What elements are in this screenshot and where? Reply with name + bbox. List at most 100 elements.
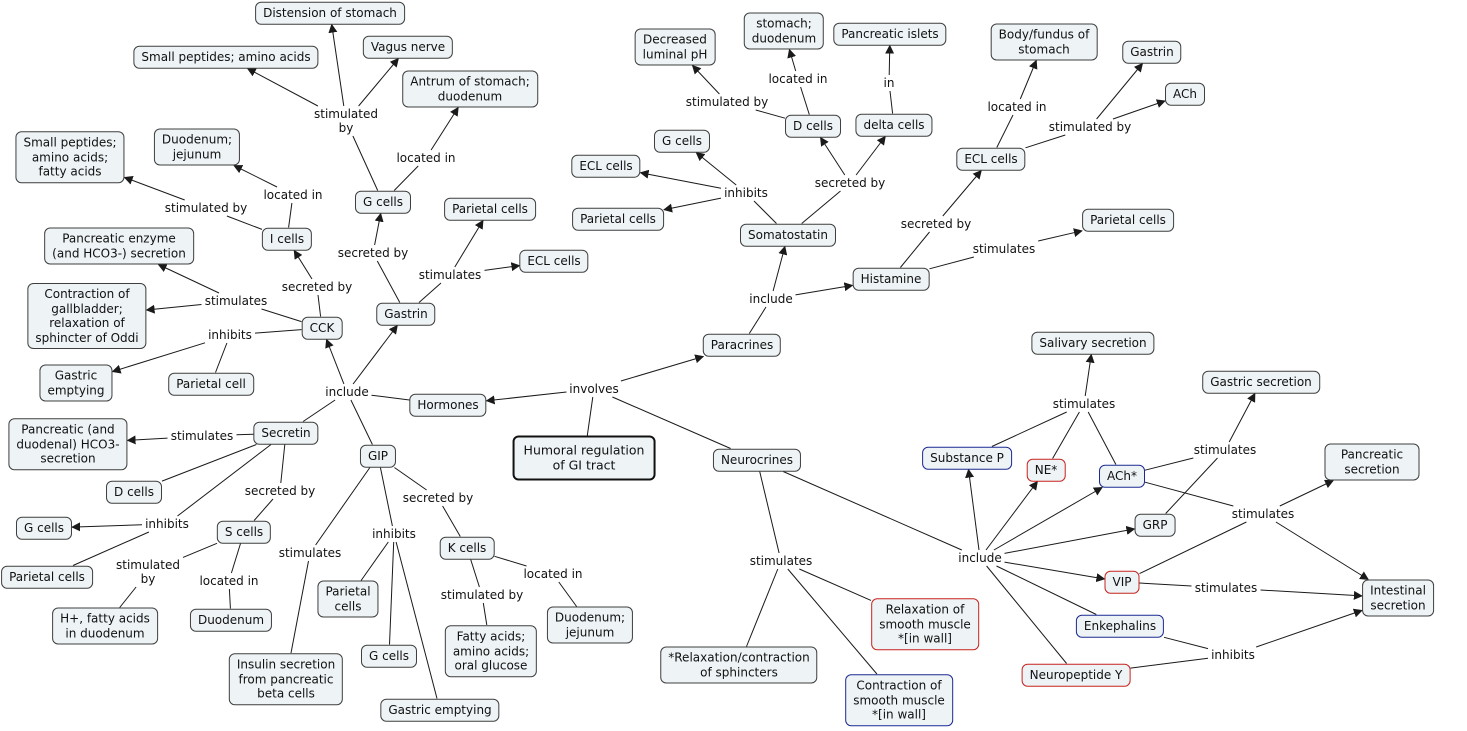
link-label-inhibits-secretin: inhibits — [143, 517, 191, 531]
connector-stimulates-secretin-to-pancreatic-hco3 — [126, 435, 168, 445]
link-label-inhibits-neuro: inhibits — [1209, 648, 1257, 662]
node-ecl-cells-soma: ECL cells — [571, 154, 641, 178]
link-label-stimulates-secretin: stimulates — [168, 429, 236, 443]
node-small-peptides-aa: Small peptides; amino acids — [133, 45, 319, 69]
connector-ach-neuro-to-stimulates-ach — [1144, 457, 1194, 471]
connector-inhibits-neuro-to-intestinal-secretion — [1256, 608, 1363, 648]
connector-inhibits-soma-to-g-cells-soma — [695, 151, 737, 186]
node-duodenum-jejunum-k: Duodenum; jejunum — [546, 606, 634, 644]
node-secretin: Secretin — [253, 421, 319, 445]
node-gastrin: Gastrin — [376, 302, 436, 326]
connector-i-cells-to-stimulated-by-i — [226, 215, 263, 230]
connector-inhibits-soma-to-parietal-cells-soma — [663, 197, 722, 213]
connector-stimulated-by-d-to-decreased-ph — [691, 64, 720, 95]
connector-include-hormones-to-cck — [325, 338, 345, 385]
node-salivary-secretion: Salivary secretion — [1031, 331, 1155, 355]
node-gallbladder: Contraction of gallbladder; relaxation o… — [27, 283, 147, 349]
node-substance-p: Substance P — [922, 446, 1012, 470]
link-label-inhibits-soma: inhibits — [722, 186, 770, 200]
link-label-located-in-i: located in — [261, 188, 325, 202]
connector-secreted-by-cck-to-i-cells — [293, 249, 313, 280]
connector-ecl-cells-hist-to-located-in-ecl — [996, 114, 1014, 148]
connector-gip-to-secreted-by-gip — [394, 467, 427, 491]
link-label-stimulates-ach: stimulates — [1191, 443, 1259, 457]
node-pancreatic-hco3: Pancreatic (and duodenal) HCO3- secretio… — [8, 418, 128, 470]
node-i-cells: I cells — [261, 227, 313, 251]
connector-neurocrines-to-include-neurocrines — [782, 471, 963, 551]
node-stomach-duodenum: stomach; duodenum — [743, 12, 825, 50]
connector-secreted-by-soma-to-delta-cells — [855, 135, 886, 176]
connector-secreted-by-gastrin-to-g-cells-gastrin — [374, 212, 384, 246]
connector-stimulates-vip-to-intestinal-secretion — [1260, 589, 1363, 600]
connector-secreted-by-soma-to-d-cells — [820, 136, 846, 176]
link-label-include-hormones: include — [323, 385, 371, 399]
node-parietal-cells-gip: Parietal cells — [317, 580, 379, 618]
node-pancreatic-secretion: Pancreatic secretion — [1324, 443, 1420, 481]
link-label-located-in-s: located in — [197, 574, 261, 588]
connector-located-in-d-to-stomach-duodenum — [787, 48, 797, 72]
node-insulin-secretion: Insulin secretion from pancreatic beta c… — [228, 653, 344, 705]
node-duodenum-s: Duodenum — [189, 608, 273, 632]
connector-inhibits-gip-to-parietal-cells-gip — [360, 541, 389, 581]
node-ach-hist: ACh — [1165, 82, 1205, 106]
connector-vip-to-stimulates-vip — [1139, 582, 1192, 587]
link-label-secreted-by-secretin: secreted by — [242, 484, 318, 498]
node-intestinal-secretion: Intestinal secretion — [1362, 579, 1434, 617]
connector-include-paracrines-to-histamine — [795, 282, 854, 296]
node-ecl-cells-hist: ECL cells — [956, 147, 1026, 171]
connector-ecl-cells-hist-to-stimulated-by-ecl — [1025, 134, 1066, 149]
connector-stimulated-by-k-to-fatty-acids-glucose — [482, 602, 488, 626]
link-label-stimulates-gastrin: stimulates — [416, 268, 484, 282]
connector-involves-to-paracrines — [620, 354, 705, 382]
connector-secreted-by-secretin-to-s-cells — [253, 498, 274, 521]
connector-located-in-i-to-duodenum-jejunum-i — [233, 165, 278, 188]
connector-inhibits-cck-to-parietal-cell-cck — [215, 342, 228, 373]
connector-inhibits-soma-to-ecl-cells-soma — [639, 169, 722, 189]
node-d-cells: D cells — [785, 114, 841, 138]
node-parietal-cells-hist: Parietal cells — [1082, 208, 1174, 232]
connector-ach-neuro-to-stimulates-sp — [1087, 411, 1117, 465]
connector-secreted-by-gip-to-k-cells — [442, 505, 461, 537]
link-label-stimulates-cck: stimulates — [202, 294, 270, 308]
connector-inhibits-gip-to-g-cells-gip — [389, 541, 395, 645]
node-relaxation-smooth: Relaxation of smooth muscle *[in wall] — [871, 598, 979, 650]
node-histamine: Histamine — [852, 267, 930, 291]
connector-stimulates-cck-to-gallbladder — [145, 304, 202, 314]
link-label-stimulated-by-i: stimulated by — [162, 201, 250, 215]
connector-somatostatin-to-secreted-by-soma — [801, 190, 841, 224]
connector-stimulates-gastrin-to-parietal-cells-gastrin — [454, 219, 484, 268]
node-body-fundus: Body/fundus of stomach — [990, 23, 1098, 61]
node-s-cells: S cells — [216, 520, 272, 544]
node-g-cells-gip: G cells — [360, 644, 418, 668]
link-label-located-in-k: located in — [521, 567, 585, 581]
node-g-cells-secretin: G cells — [15, 516, 73, 540]
connector-stimulated-by-g-to-distension-stomach — [328, 23, 345, 107]
connector-d-cells-to-stimulated-by-d — [755, 109, 786, 119]
connector-delta-cells-to-in-delta — [889, 90, 894, 114]
node-d-cells-secretin: D cells — [106, 480, 162, 504]
connector-stimulates-pancreatic-to-intestinal-secretion — [1275, 521, 1370, 580]
connector-stimulates-sp-to-salivary-secretion — [1084, 353, 1095, 397]
node-duodenum-jejunum-i: Duodenum; jejunum — [153, 128, 241, 166]
node-parietal-cells-secretin: Parietal cells — [1, 565, 93, 589]
node-neuropeptide-y: Neuropeptide Y — [1021, 663, 1131, 687]
connector-paracrines-to-include-paracrines — [748, 306, 767, 334]
link-label-include-neurocrines: include — [956, 551, 1004, 565]
connector-stimulates-gip-to-insulin-secretion — [290, 560, 309, 654]
connector-include-hormones-to-secretin — [302, 399, 336, 422]
node-gastrin-hist: Gastrin — [1122, 40, 1182, 64]
node-neurocrines: Neurocrines — [712, 448, 802, 472]
node-contraction-smooth: Contraction of smooth muscle *[in wall] — [845, 674, 953, 726]
link-label-located-in-d: located in — [766, 72, 830, 86]
node-parietal-cell-cck: Parietal cell — [168, 372, 254, 396]
link-label-located-in-g: located in — [394, 151, 458, 165]
connector-ne-to-stimulates-sp — [1052, 411, 1080, 459]
link-label-located-in-ecl: located in — [985, 100, 1049, 114]
connector-histamine-to-stimulates-hist — [929, 256, 975, 270]
connector-stimulated-by-ecl-to-gastrin-hist — [1096, 62, 1144, 120]
link-label-stimulated-by-k: stimulated by — [438, 588, 526, 602]
node-pancreatic-enzyme: Pancreatic enzyme (and HCO3-) secretion — [44, 227, 194, 265]
link-label-stimulates-gip: stimulates — [276, 546, 344, 560]
node-delta-cells: delta cells — [855, 113, 933, 137]
connector-stimulated-by-s-to-h-fatty-acids — [119, 586, 137, 608]
